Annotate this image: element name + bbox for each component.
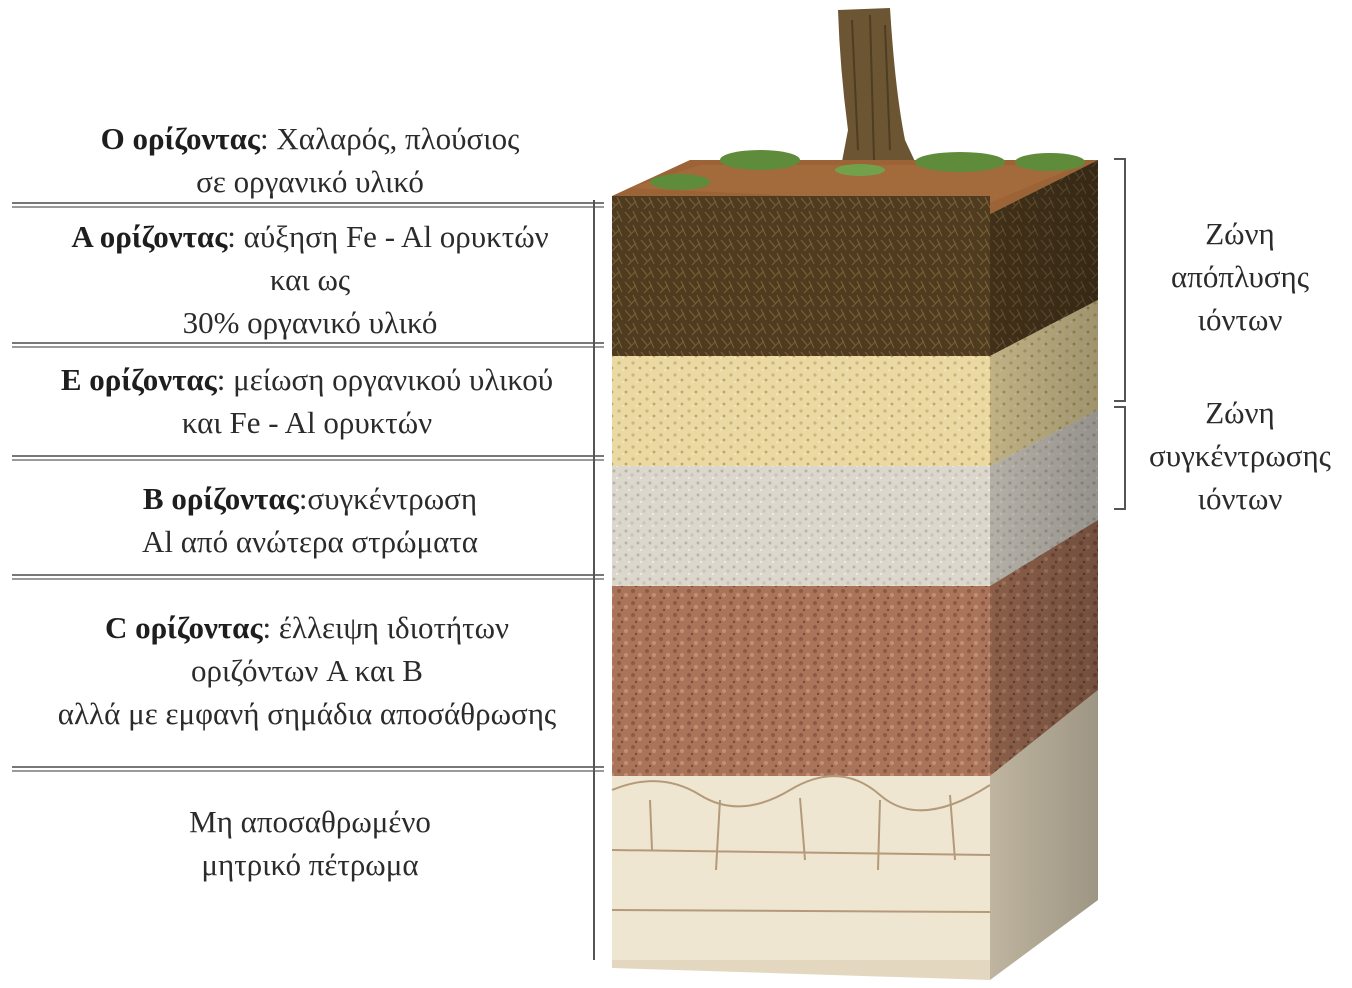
horizon-c-front	[612, 586, 990, 776]
leaching-zone-bracket	[1114, 158, 1126, 402]
tree-trunk	[838, 8, 918, 172]
horizon-b-front	[612, 466, 990, 586]
leaching-zone-label: Ζώνη απόπλυσης ιόντων	[1140, 212, 1340, 341]
horizon-e-front	[612, 356, 990, 466]
leaching-zone-line3: ιόντων	[1198, 302, 1283, 337]
horizon-a-front	[612, 196, 990, 356]
leaching-zone-line1: Ζώνη	[1205, 216, 1275, 251]
accumulation-zone-line1: Ζώνη	[1205, 395, 1275, 430]
accumulation-zone-line3: ιόντων	[1198, 481, 1283, 516]
accumulation-zone-bracket	[1114, 406, 1126, 510]
leaching-zone-line2: απόπλυσης	[1171, 259, 1309, 294]
accumulation-zone-line2: συγκέντρωσης	[1149, 438, 1331, 473]
accumulation-zone-label: Ζώνη συγκέντρωσης ιόντων	[1134, 391, 1346, 520]
